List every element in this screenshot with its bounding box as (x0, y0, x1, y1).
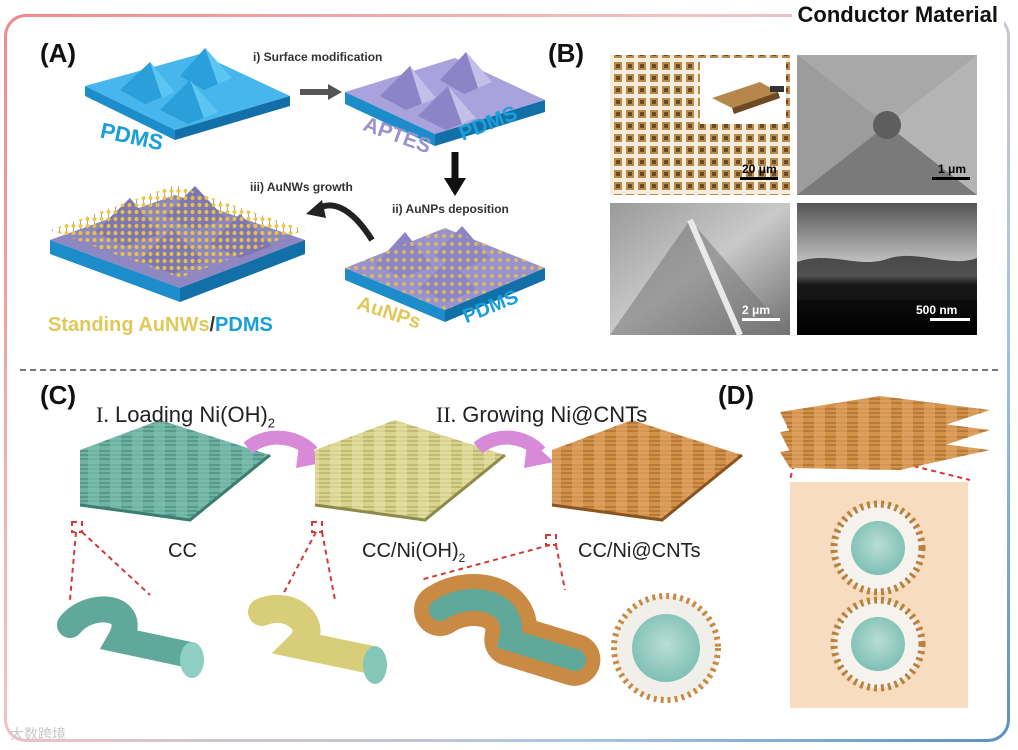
step-i-text: i) Surface modification (253, 50, 383, 64)
standing-aunws-caption: Standing AuNWs/PDMS (48, 314, 273, 337)
panel-label-a: (A) (40, 38, 77, 68)
sem-image-pyramid-top (797, 55, 977, 195)
panel-label-b: (B) (548, 38, 585, 68)
cc-nioh2-text: CC/Ni(OH) (362, 540, 459, 562)
aunws-slab (50, 185, 305, 302)
cc-nicnts-fabric (551, 420, 743, 522)
arrow-step2-head (524, 438, 554, 468)
watermark: 大数跨境 (10, 726, 66, 742)
cc-nicnts-caption: CC/Ni@CNTs (578, 540, 701, 562)
aptes-slab (345, 52, 545, 146)
arrow-i-head (328, 84, 342, 100)
step-ii-text: ii) AuNPs deposition (392, 202, 509, 216)
scale-label-3: 2 μm (742, 303, 771, 317)
scale-label-1: 20 μm (742, 162, 777, 176)
pdms-slab (85, 48, 290, 140)
figure-title: Conductor Material (791, 2, 1004, 28)
panel-label-c: (C) (40, 380, 77, 410)
step1-num: I. (96, 402, 109, 427)
step2-num: II. (436, 402, 457, 427)
panel-divider (20, 369, 998, 371)
step1-sub: 2 (267, 415, 276, 431)
cc-nioh2-fiber (248, 594, 387, 684)
arrow-ii-head (444, 178, 466, 196)
slash-text: / (209, 314, 216, 336)
scale-label-4: 500 nm (916, 303, 958, 317)
step1-label: I. Loading Ni(OH)2 (96, 402, 275, 430)
sem-image-pyramid-side (610, 203, 790, 337)
sem-image-array (610, 55, 790, 195)
sem-image-nanowires (797, 203, 977, 335)
step1-text: Loading Ni(OH) (114, 402, 268, 427)
cc-nioh2-fabric (314, 420, 506, 522)
scale-label-2: 1 μm (938, 162, 967, 176)
arrow-iii (314, 202, 375, 242)
cc-nicnts-fiber (414, 574, 601, 686)
step2-text: Growing Ni@CNTs (462, 402, 648, 427)
cc-nioh2-sub: 2 (458, 551, 466, 565)
cross-section-panel (790, 482, 968, 708)
fiber-cross-section (611, 593, 721, 703)
pdms-label-4: PDMS (215, 314, 273, 336)
arrow-iii-head (306, 200, 326, 218)
cc-fabric (79, 420, 271, 522)
cc-caption: CC (168, 540, 197, 562)
step2-label: II. Growing Ni@CNTs (436, 402, 647, 428)
step-iii-text: iii) AuNWs growth (250, 180, 353, 194)
cc-fiber (57, 596, 204, 678)
standing-aunws-text: Standing AuNWs (48, 314, 210, 336)
panel-label-d: (D) (718, 380, 755, 410)
stacked-fabric (780, 396, 990, 470)
cc-nioh2-caption: CC/Ni(OH)2 (362, 540, 465, 565)
aunps-slab (345, 226, 545, 322)
